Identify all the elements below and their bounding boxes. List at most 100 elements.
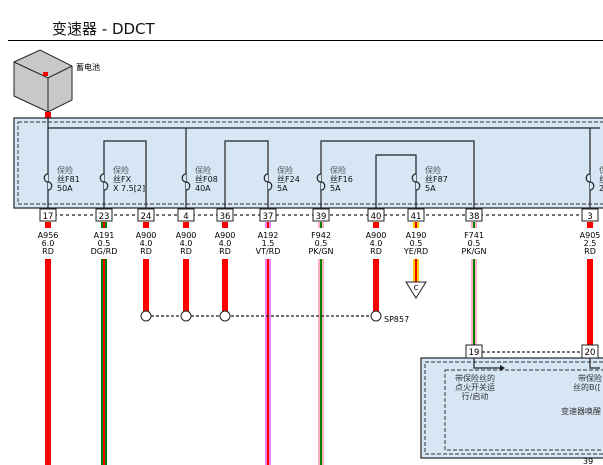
pin-box	[177, 208, 195, 222]
wire-size: 4.0	[219, 239, 232, 248]
wire-color: YE/RD	[403, 247, 428, 256]
wire	[415, 259, 417, 282]
fuse-label: 保险	[425, 165, 441, 175]
wire-color: RD	[370, 247, 382, 256]
pin-color-tab	[45, 222, 51, 228]
fuse-rating: 40A	[195, 184, 211, 193]
page-title: 变速器 - DDCT	[52, 20, 155, 38]
pin-box	[95, 208, 113, 222]
wire-circuit: A900	[366, 231, 387, 240]
wire-color: PK/GN	[462, 247, 487, 256]
splice-node	[219, 310, 231, 322]
fuse-icon	[43, 173, 53, 191]
fuse-rating: 5A	[425, 184, 436, 193]
wire	[45, 259, 51, 465]
module-arrow	[473, 358, 500, 369]
fuse-prefix: 丝	[113, 174, 121, 184]
fuse-icon	[585, 173, 595, 191]
wire-size: 0.5	[468, 239, 481, 248]
wire-circuit: F741	[464, 231, 484, 240]
wire	[587, 259, 593, 348]
arrow-icon	[500, 365, 505, 371]
wire-circuit: A191	[94, 231, 115, 240]
battery-edges	[13, 61, 73, 112]
pin-color-tab	[415, 222, 417, 228]
fuse-icon	[181, 173, 191, 191]
fuse-prefix: 丝	[57, 174, 65, 184]
wire	[320, 259, 322, 465]
battery-label: 蓄电池	[76, 62, 100, 72]
module-label-right: 带保险	[578, 373, 602, 383]
fuse-icon	[316, 173, 326, 191]
module-pin-number: 39	[583, 457, 593, 465]
wire-size: 4.0	[140, 239, 153, 248]
wire-color: VT/RD	[256, 247, 281, 256]
pin-color-tab	[587, 222, 593, 228]
pin-number: 40	[371, 212, 382, 222]
pin-number: 36	[220, 212, 231, 222]
pin-color-tab	[103, 222, 105, 228]
pin-number: 39	[316, 212, 327, 222]
pin-box	[259, 208, 277, 222]
fuse-name: 丝	[599, 174, 603, 184]
fuse-id: F08	[203, 175, 218, 184]
wire	[103, 259, 105, 465]
pin-number: 3	[587, 212, 592, 222]
wire-circuit: A900	[136, 231, 157, 240]
wire-color: RD	[584, 247, 596, 256]
wire-size: 0.5	[315, 239, 328, 248]
fuse-id: F87	[433, 175, 448, 184]
fuse-label: 保险	[330, 165, 346, 175]
wire-circuit: A905	[580, 231, 601, 240]
battery-terminal	[43, 72, 48, 76]
wire	[105, 259, 107, 465]
pin-number: 37	[263, 212, 274, 222]
wire	[413, 259, 415, 282]
wire-size: 0.5	[410, 239, 423, 248]
pin-number: 38	[469, 212, 480, 222]
pin-box	[216, 208, 234, 222]
fuse-prefix: 丝	[599, 174, 603, 184]
pin-number: 4	[183, 212, 188, 222]
wire	[475, 259, 477, 348]
wire-size: 1.5	[262, 239, 275, 248]
wire	[269, 259, 271, 465]
module-box	[420, 357, 603, 459]
fuse-label: 保险	[57, 165, 73, 175]
pin-color-tab	[373, 222, 379, 228]
pin-color-tab	[318, 222, 320, 228]
fuse-prefix: 丝	[425, 174, 433, 184]
wire	[143, 259, 149, 316]
pin-color-tab	[269, 222, 271, 228]
fuse-icon	[263, 173, 273, 191]
fuse-name: 丝FX	[113, 174, 132, 184]
fuse-label: 保险	[195, 165, 211, 175]
wire	[471, 259, 473, 348]
wire-color: DG/RD	[91, 247, 118, 256]
wire	[417, 259, 419, 282]
pin-box	[367, 208, 385, 222]
wire-color: RD	[180, 247, 192, 256]
wire-circuit: A900	[176, 231, 197, 240]
fuse-label: 保险	[599, 165, 603, 175]
wire	[222, 259, 228, 316]
battery-icon	[13, 49, 73, 113]
module-label: 变速器唤醒	[561, 406, 601, 416]
splice-node	[370, 310, 382, 322]
fuse-name: 丝F08	[195, 174, 218, 184]
pin-color-tab	[222, 222, 228, 228]
pin-color-tab	[265, 222, 267, 228]
pin-color-tab	[267, 222, 269, 228]
pin-color-tab	[417, 222, 419, 228]
battery-wire	[45, 112, 51, 119]
fuse-prefix: 丝	[277, 174, 285, 184]
splice-label: SP857	[384, 315, 409, 324]
pin-box	[39, 208, 57, 222]
pin-box	[465, 208, 483, 222]
wire-color: RD	[42, 247, 54, 256]
pin-number: 23	[99, 212, 110, 222]
wire-size: 6.0	[42, 239, 55, 248]
wire	[373, 259, 379, 316]
fuse-prefix: 丝	[330, 174, 338, 184]
